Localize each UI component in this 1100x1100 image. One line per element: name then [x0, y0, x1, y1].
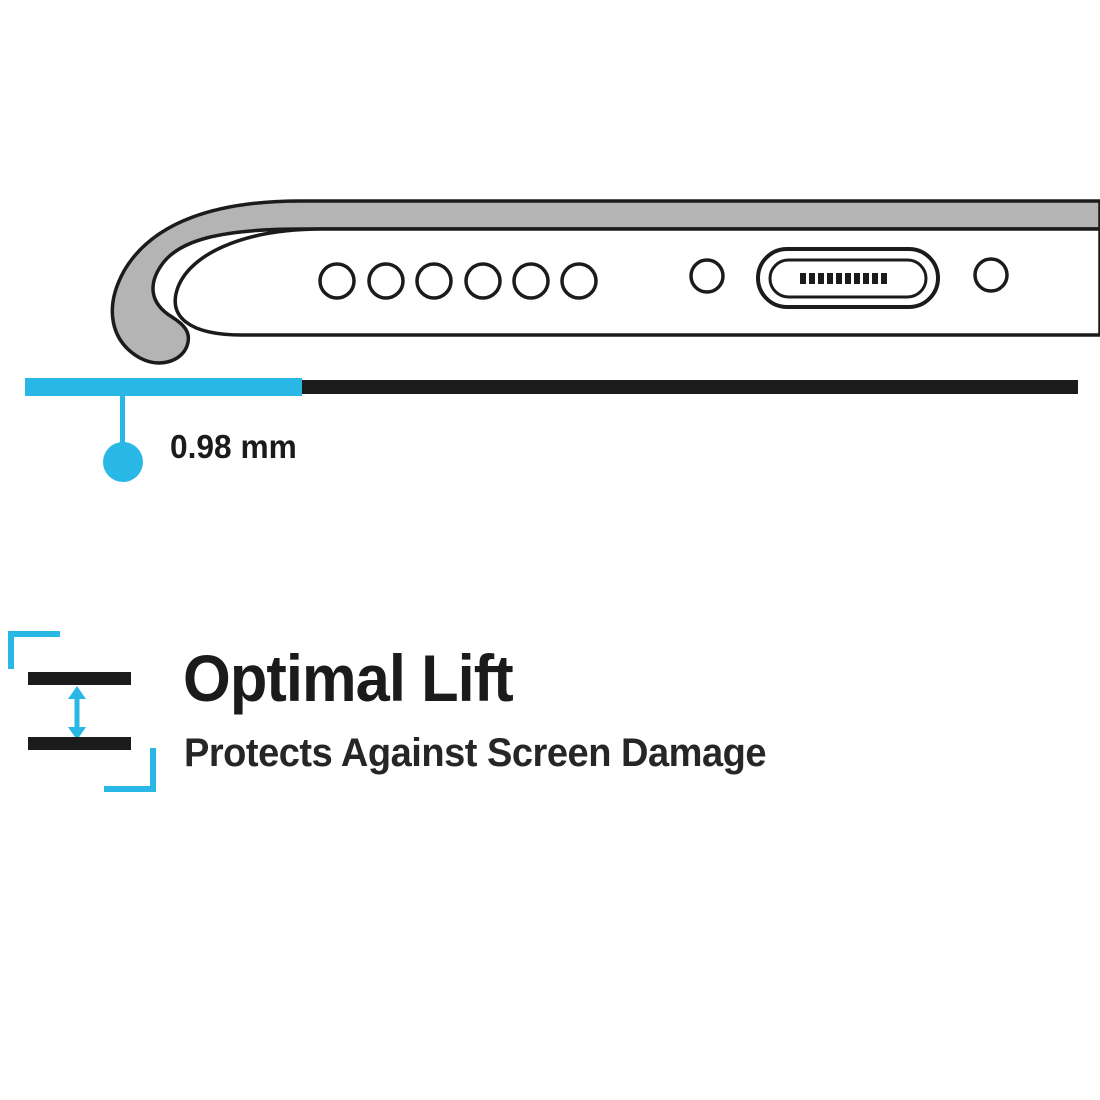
speaker-hole	[512, 262, 550, 300]
lift-gap-highlight-bar	[25, 378, 302, 396]
charging-port	[756, 247, 940, 309]
arrow-head-down	[68, 727, 86, 740]
measurement-label: 0.98 mm	[170, 428, 297, 465]
measurement-pointer-dot	[103, 442, 143, 482]
arrow-head-up	[68, 686, 86, 699]
mic-hole	[689, 258, 725, 294]
phone-bottom-illustration	[110, 199, 1100, 365]
lift-icon-bottom-bar	[28, 737, 131, 750]
lift-icon-bracket-top-left	[8, 631, 60, 669]
phone-body	[173, 227, 1100, 337]
speaker-hole	[560, 262, 598, 300]
lift-icon-top-bar	[28, 672, 131, 685]
lift-icon-bracket-bottom-right	[104, 748, 156, 792]
up-down-arrow-icon	[68, 686, 86, 740]
speaker-hole	[367, 262, 405, 300]
speaker-hole	[464, 262, 502, 300]
screw-hole	[973, 257, 1009, 293]
feature-subtitle: Protects Against Screen Damage	[184, 731, 767, 775]
speaker-hole	[415, 262, 453, 300]
measurement-pointer-line	[120, 396, 125, 448]
feature-title: Optimal Lift	[183, 641, 514, 715]
surface-bar	[302, 380, 1078, 394]
speaker-holes	[318, 262, 598, 300]
port-pins	[800, 273, 887, 284]
case-shell	[110, 199, 1100, 365]
speaker-hole	[318, 262, 356, 300]
